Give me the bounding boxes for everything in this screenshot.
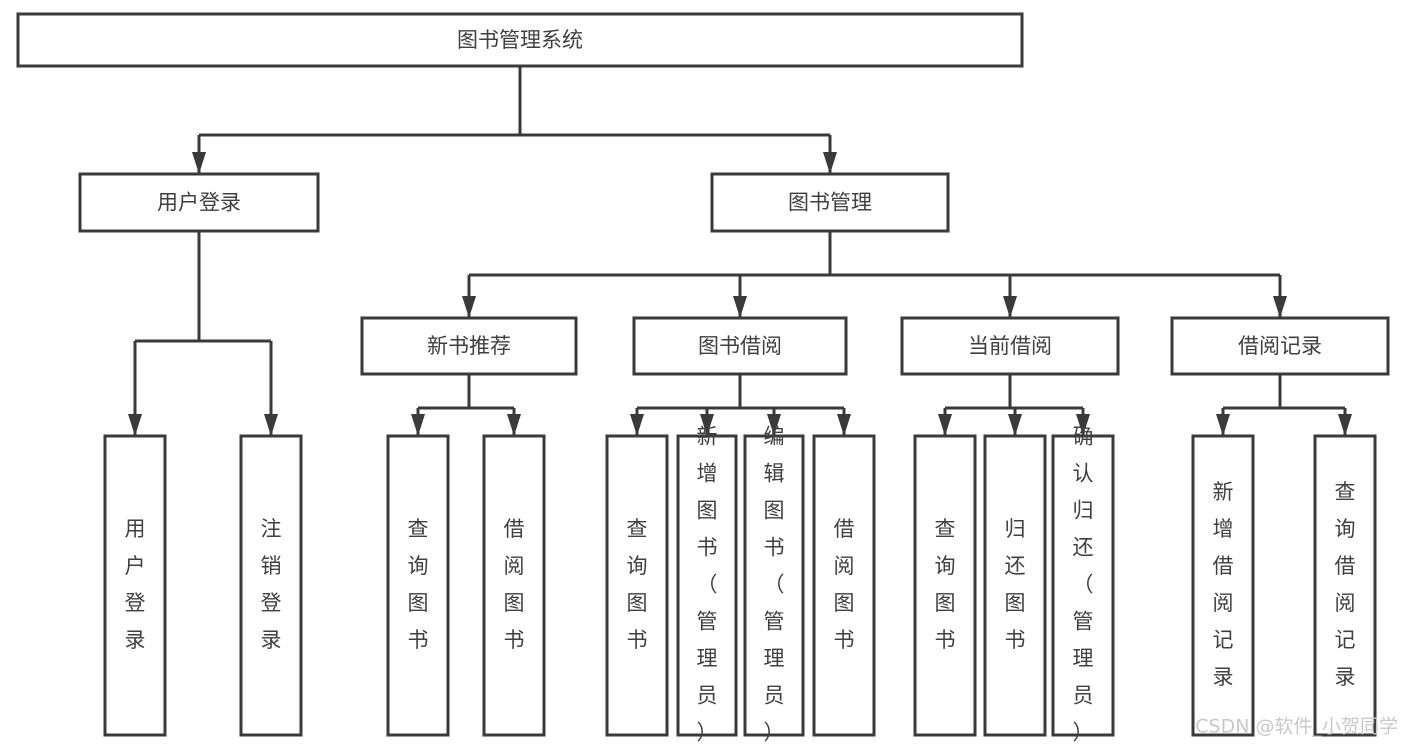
node-label-leaf-borrow-book-1: 借阅图书	[504, 517, 525, 652]
node-book-manage[interactable]: 图书管理	[710, 172, 950, 233]
node-label-book-manage: 图书管理	[788, 191, 872, 215]
node-box-leaf-edit-book	[743, 434, 805, 737]
node-current-borrow[interactable]: 当前借阅	[900, 316, 1120, 376]
node-label-leaf-confirm-return: 确认归还（管理员）	[1073, 425, 1094, 745]
node-box-borrow-record	[1170, 316, 1390, 376]
node-label-user-login: 用户登录	[157, 191, 241, 215]
connector-layer	[128, 66, 1352, 436]
node-box-leaf-add-record	[1191, 434, 1255, 737]
node-label-leaf-return-book: 归还图书	[1005, 517, 1026, 652]
node-box-leaf-borrow-book-2	[812, 434, 876, 737]
node-leaf-add-book[interactable]: 新增图书（管理员）	[676, 425, 738, 745]
node-box-leaf-user-login	[103, 434, 167, 737]
node-label-leaf-add-book: 新增图书（管理员）	[697, 425, 718, 745]
node-leaf-query-book-3[interactable]: 查询图书	[913, 434, 977, 737]
node-leaf-query-book-1[interactable]: 查询图书	[386, 434, 450, 737]
node-leaf-query-book-2[interactable]: 查询图书	[605, 434, 669, 737]
node-new-book-recommend[interactable]: 新书推荐	[360, 316, 578, 376]
node-box-leaf-query-book-1	[386, 434, 450, 737]
node-label-borrow-record: 借阅记录	[1238, 334, 1322, 358]
node-box-leaf-query-book-3	[913, 434, 977, 737]
node-box-user-login	[78, 172, 320, 233]
node-leaf-confirm-return[interactable]: 确认归还（管理员）	[1051, 425, 1115, 745]
node-box-leaf-confirm-return	[1051, 434, 1115, 737]
node-label-leaf-user-logout: 注销登录	[261, 517, 282, 652]
node-box-new-book-recommend	[360, 316, 578, 376]
node-book-borrow[interactable]: 图书借阅	[632, 316, 848, 376]
node-box-leaf-user-logout	[239, 434, 303, 737]
node-box-root	[16, 12, 1024, 68]
node-label-current-borrow: 当前借阅	[968, 334, 1052, 358]
node-box-leaf-query-book-2	[605, 434, 669, 737]
node-label-leaf-add-record: 新增借阅记录	[1213, 480, 1234, 689]
node-leaf-edit-book[interactable]: 编辑图书（管理员）	[743, 425, 805, 745]
node-box-leaf-borrow-book-1	[482, 434, 546, 737]
node-label-new-book-recommend: 新书推荐	[427, 334, 511, 358]
node-label-leaf-user-login: 用户登录	[125, 517, 146, 652]
node-label-book-borrow: 图书借阅	[698, 334, 782, 358]
node-box-leaf-add-book	[676, 434, 738, 737]
node-box-book-borrow	[632, 316, 848, 376]
node-label-leaf-query-book-1: 查询图书	[408, 517, 429, 652]
node-label-leaf-borrow-book-2: 借阅图书	[834, 517, 855, 652]
node-root[interactable]: 图书管理系统	[16, 12, 1024, 68]
node-layer: 图书管理系统用户登录图书管理新书推荐图书借阅当前借阅借阅记录用户登录注销登录查询…	[16, 12, 1390, 745]
node-leaf-user-logout[interactable]: 注销登录	[239, 434, 303, 737]
node-label-leaf-edit-book: 编辑图书（管理员）	[764, 425, 785, 745]
node-leaf-user-login[interactable]: 用户登录	[103, 434, 167, 737]
node-label-leaf-query-book-2: 查询图书	[627, 517, 648, 652]
node-box-leaf-return-book	[983, 434, 1047, 737]
node-borrow-record[interactable]: 借阅记录	[1170, 316, 1390, 376]
node-box-book-manage	[710, 172, 950, 233]
node-leaf-query-record[interactable]: 查询借阅记录	[1313, 434, 1377, 737]
node-user-login[interactable]: 用户登录	[78, 172, 320, 233]
node-label-leaf-query-record: 查询借阅记录	[1335, 480, 1356, 689]
node-leaf-add-record[interactable]: 新增借阅记录	[1191, 434, 1255, 737]
node-leaf-borrow-book-1[interactable]: 借阅图书	[482, 434, 546, 737]
node-box-leaf-query-record	[1313, 434, 1377, 737]
node-leaf-borrow-book-2[interactable]: 借阅图书	[812, 434, 876, 737]
csdn-watermark: CSDN @软件_小贺同学	[1195, 716, 1398, 738]
node-label-leaf-query-book-3: 查询图书	[935, 517, 956, 652]
node-leaf-return-book[interactable]: 归还图书	[983, 434, 1047, 737]
node-label-root: 图书管理系统	[457, 28, 583, 52]
node-box-current-borrow	[900, 316, 1120, 376]
